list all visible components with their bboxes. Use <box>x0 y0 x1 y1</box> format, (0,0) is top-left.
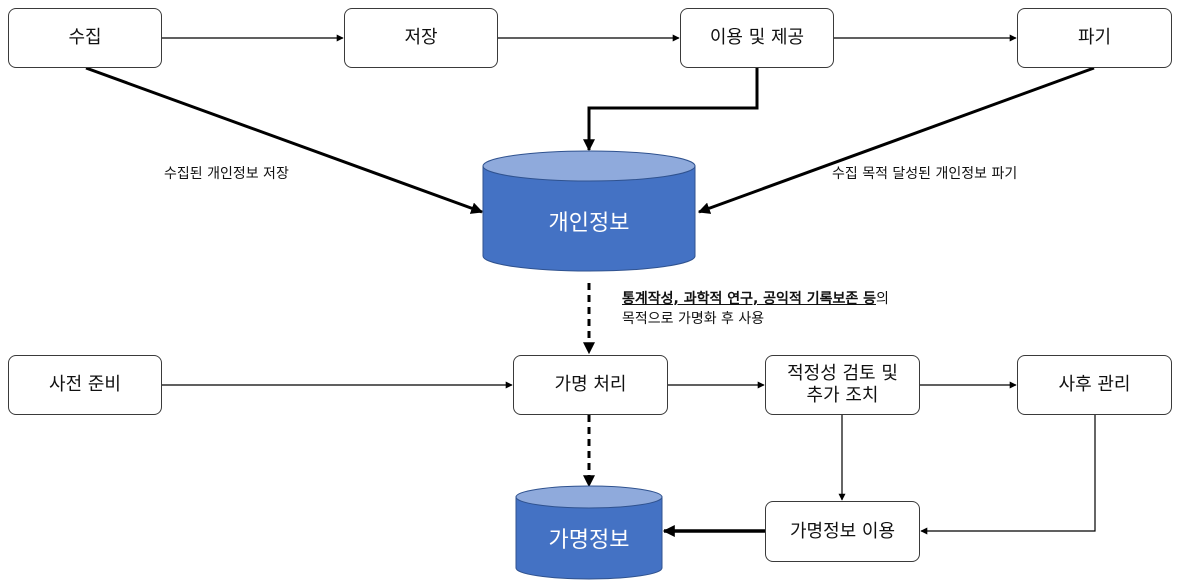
post-manage-box: 사후 관리 <box>1017 355 1172 415</box>
use-pseudo-box: 가명정보 이용 <box>765 501 920 562</box>
purpose-note-suffix: 의 <box>875 291 889 307</box>
arrow-post-to-use-pseudo <box>920 415 1096 535</box>
purpose-note: 통계작성, 과학적 연구, 공익적 기록보존 등의 목적으로 가명화 후 사용 <box>622 289 889 329</box>
review-box: 적정성 검토 및 추가 조치 <box>765 355 920 415</box>
arrow-destroy-to-db <box>697 66 1095 214</box>
destroy-box: 파기 <box>1017 8 1172 68</box>
collect-box: 수집 <box>8 8 162 68</box>
pseudonymize-box: 가명 처리 <box>513 355 668 415</box>
personal-info-database <box>482 150 696 272</box>
pseudonymous-info-database <box>515 485 663 580</box>
pseudonymous-info-db-label: 가명정보 <box>548 528 630 553</box>
purpose-note-line2: 목적으로 가명화 후 사용 <box>622 311 765 327</box>
collect-store-label: 수집된 개인정보 저장 <box>164 166 289 182</box>
prepare-box: 사전 준비 <box>8 355 162 415</box>
arrow-collect-to-db <box>85 66 484 214</box>
purpose-destroy-label: 수집 목적 달성된 개인정보 파기 <box>832 166 1018 182</box>
store-box: 저장 <box>344 8 498 68</box>
arrow-use-to-db <box>583 68 759 152</box>
purpose-note-emphasis: 통계작성, 과학적 연구, 공익적 기록보존 등 <box>622 291 876 307</box>
purpose-note-line1: 통계작성, 과학적 연구, 공익적 기록보존 등의 <box>622 289 889 309</box>
personal-info-db-label: 개인정보 <box>548 211 630 236</box>
use-provide-box: 이용 및 제공 <box>680 8 834 68</box>
